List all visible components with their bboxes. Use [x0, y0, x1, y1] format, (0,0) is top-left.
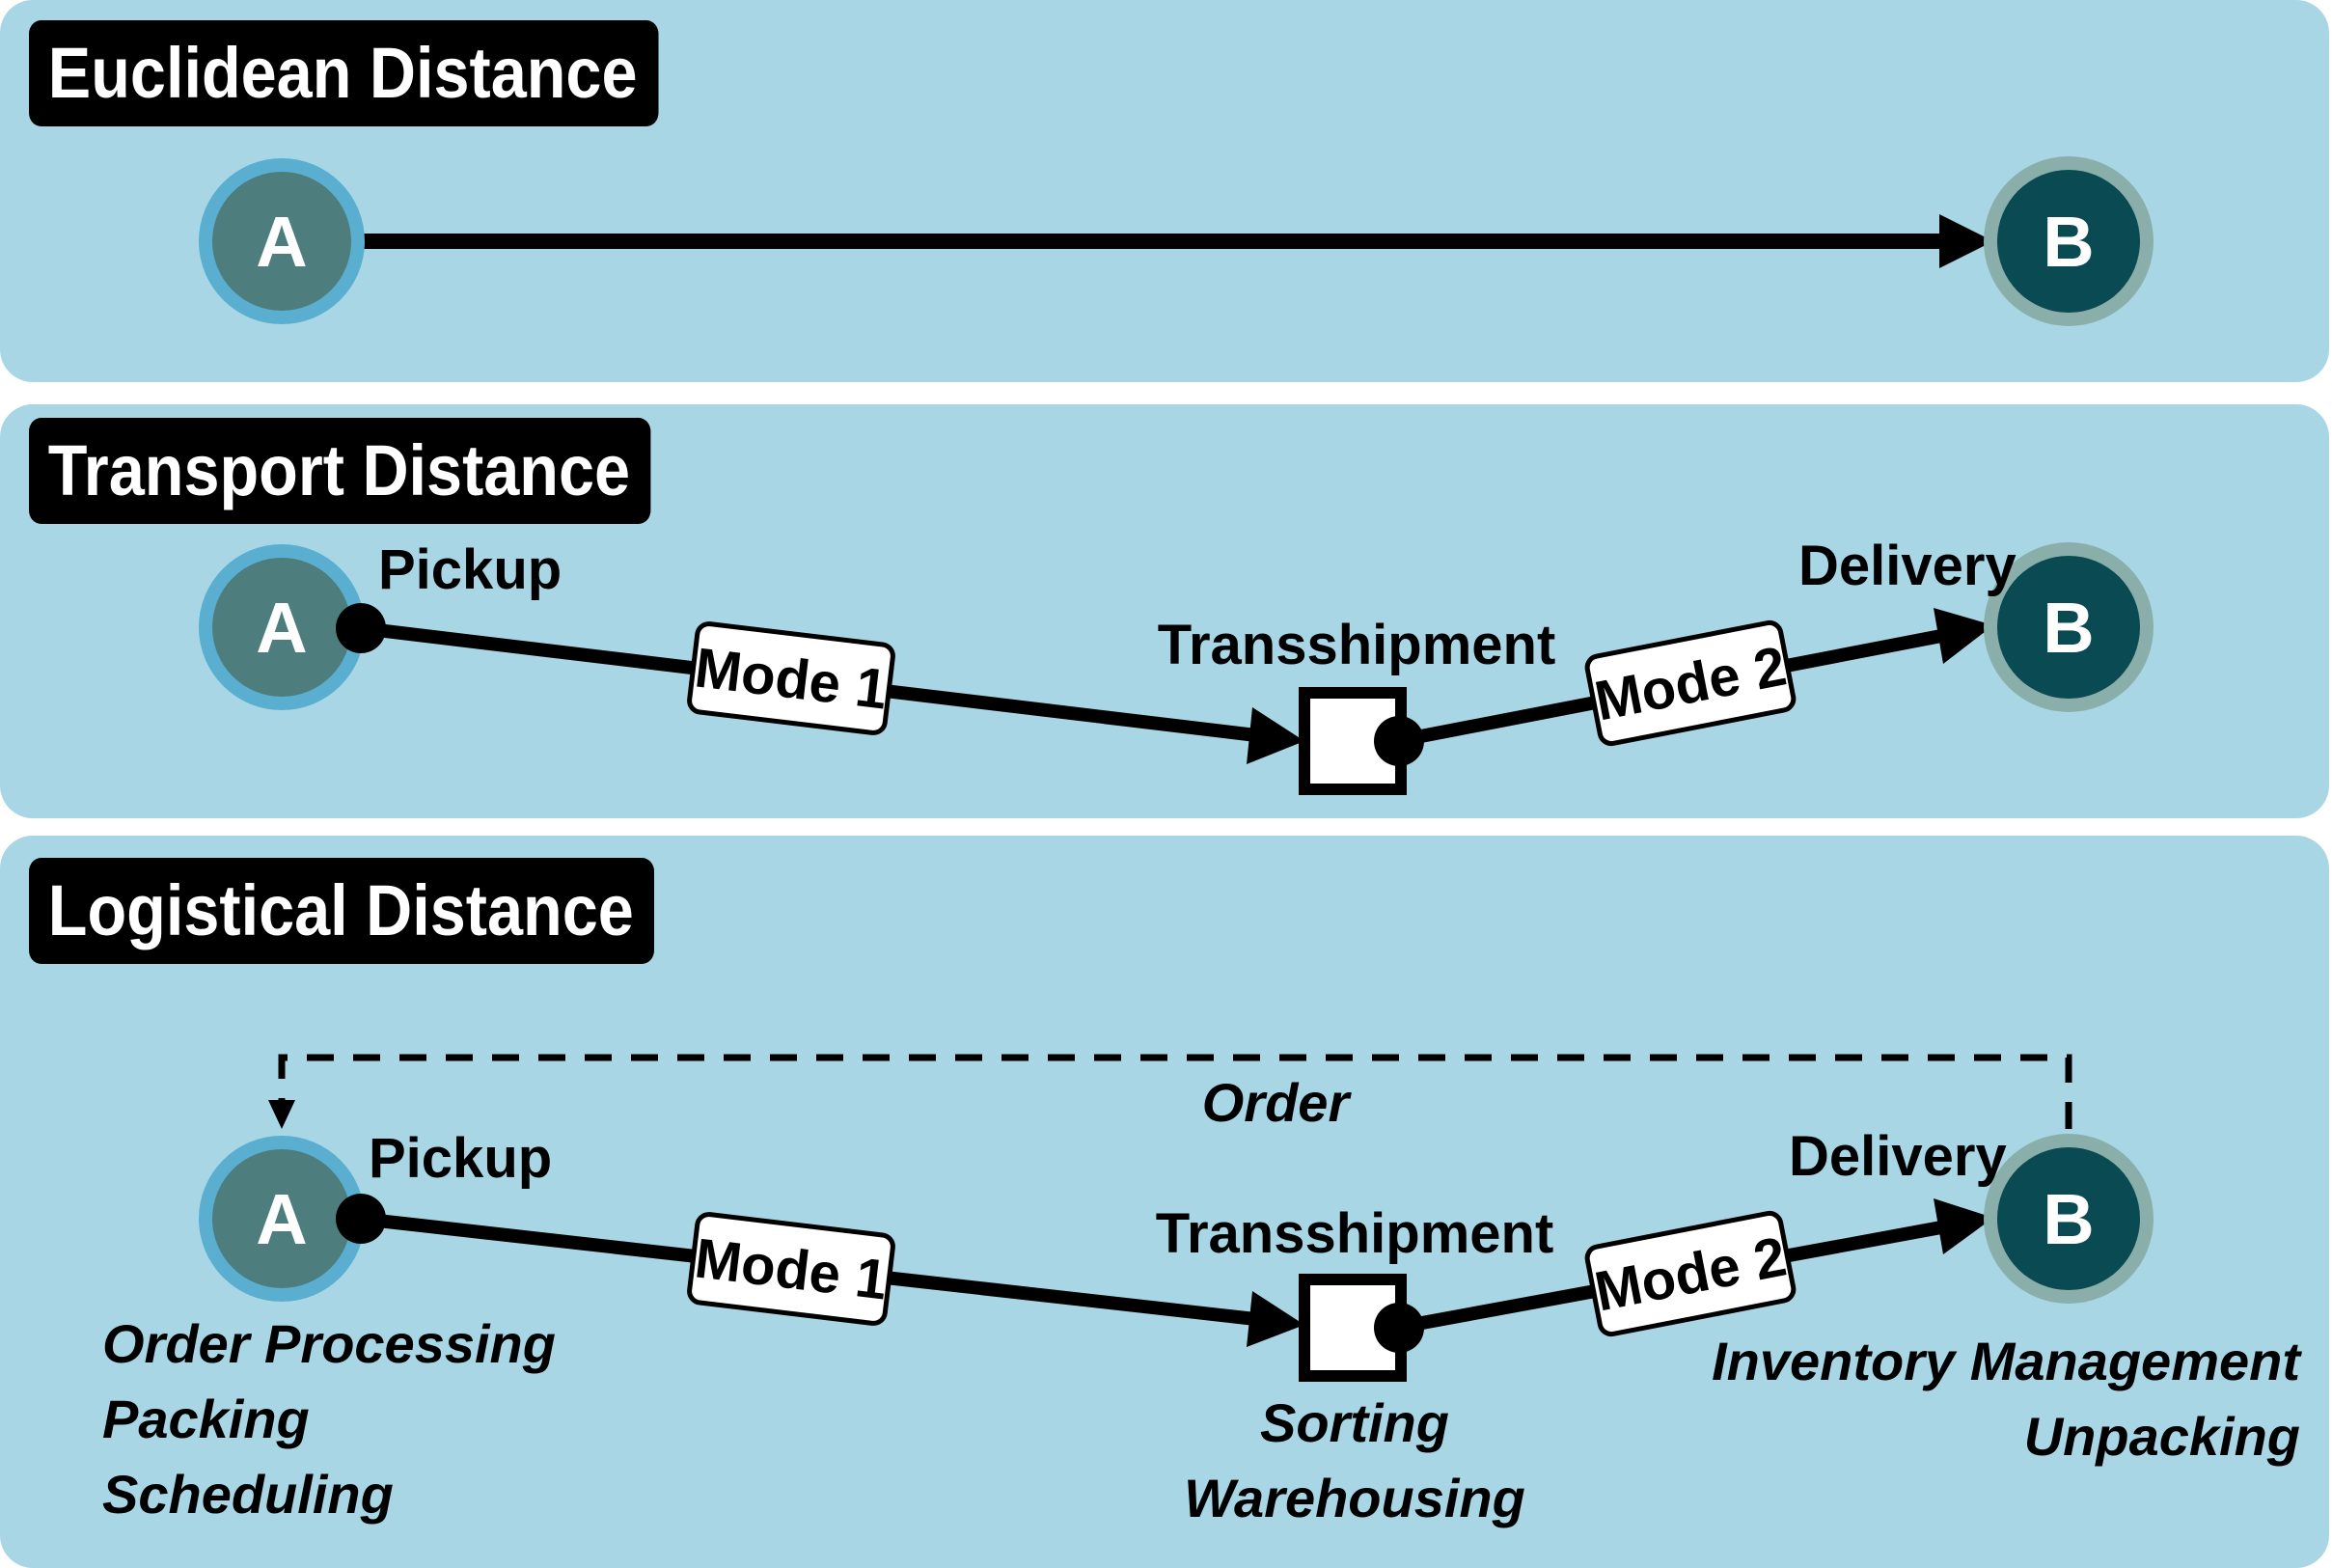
- b-activities: Inventory Management Unpacking: [1712, 1331, 2302, 1467]
- a-activity-scheduling: Scheduling: [102, 1464, 394, 1525]
- transshipment-activity-sorting: Sorting: [1260, 1392, 1449, 1453]
- logistical-node-a-label: A: [256, 1179, 307, 1259]
- transport-node-a: A: [199, 544, 365, 710]
- transshipment-activities: Sorting Warehousing: [1184, 1392, 1525, 1528]
- logistical-node-b: B: [1984, 1134, 2154, 1304]
- logistical-transshipment-label: Transshipment: [1156, 1202, 1554, 1265]
- euclidean-node-b: B: [1984, 156, 2154, 326]
- logistical-pickup-dot: [336, 1194, 386, 1244]
- logistical-delivery-label: Delivery: [1789, 1125, 2007, 1188]
- transport-transshipment-box: [1299, 687, 1424, 795]
- order-label: Order: [1202, 1072, 1353, 1133]
- pickup-dot: [336, 603, 386, 653]
- transport-node-b: B: [1984, 542, 2154, 712]
- transport-mode2-tag: Mode 2: [1584, 619, 1797, 747]
- transport-node-a-label: A: [256, 588, 307, 668]
- logistical-node-a: A: [199, 1136, 365, 1302]
- a-activity-packing: Packing: [102, 1389, 310, 1449]
- b-activity-unpacking: Unpacking: [2024, 1406, 2300, 1467]
- transshipment-activity-warehousing: Warehousing: [1184, 1468, 1525, 1528]
- transport-pickup-label: Pickup: [378, 538, 562, 601]
- logistical-mode1-tag: Mode 1: [687, 1212, 895, 1326]
- logistical-pickup-label: Pickup: [369, 1127, 552, 1190]
- order-flow-dashed: [268, 1054, 2072, 1129]
- transport-title: Transport Distance: [29, 418, 651, 524]
- transport-mode1-tag: Mode 1: [687, 621, 895, 735]
- b-activity-inventory-management: Inventory Management: [1712, 1331, 2302, 1391]
- euclidean-node-b-label: B: [2043, 202, 2094, 282]
- a-activities: Order Processing Packing Scheduling: [102, 1313, 556, 1525]
- a-activity-order-processing: Order Processing: [102, 1313, 556, 1374]
- transport-delivery-label: Delivery: [1798, 535, 2016, 597]
- euclidean-node-a-label: A: [256, 202, 307, 282]
- logistical-node-b-label: B: [2043, 1179, 2094, 1259]
- logistical-mode2-tag: Mode 2: [1584, 1210, 1797, 1337]
- euclidean-title: Euclidean Distance: [29, 20, 659, 126]
- euclidean-arrow: [357, 214, 1993, 268]
- logistical-transshipment-box: [1299, 1274, 1424, 1382]
- transport-node-b-label: B: [2043, 588, 2094, 668]
- euclidean-node-a: A: [199, 158, 365, 324]
- transport-transshipment-label: Transshipment: [1158, 614, 1556, 676]
- logistical-title: Logistical Distance: [29, 858, 655, 964]
